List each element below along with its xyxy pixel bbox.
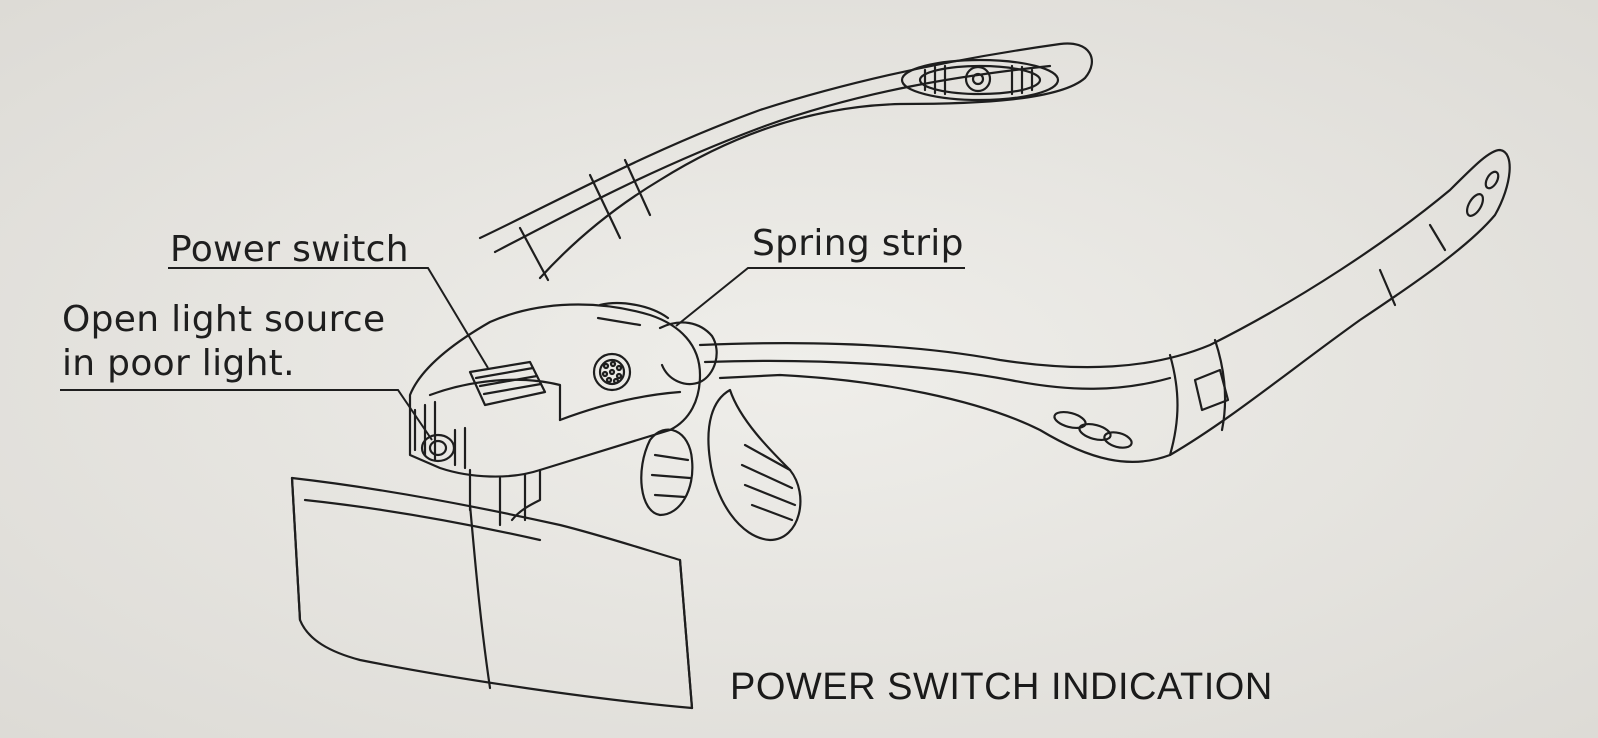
open-light-label-line1: Open light source bbox=[62, 299, 386, 340]
power-switch-leader bbox=[168, 267, 489, 369]
power-switch-icon bbox=[468, 360, 547, 407]
nose-pads bbox=[640, 388, 802, 542]
open-light-label-line2: in poor light. bbox=[62, 343, 295, 384]
power-switch-label: Power switch bbox=[170, 229, 409, 270]
open-light-leader bbox=[60, 389, 433, 441]
figure-caption: POWER SWITCH INDICATION bbox=[730, 666, 1273, 708]
open-light-label: Open light source in poor light. bbox=[62, 298, 385, 386]
front-lamp-icon bbox=[420, 433, 456, 463]
far-temple-arm bbox=[478, 42, 1093, 282]
magnifier-lens bbox=[290, 476, 694, 710]
near-temple-arm bbox=[698, 148, 1511, 463]
arm-grip-slots bbox=[1053, 410, 1133, 449]
spring-strip-leader bbox=[675, 267, 965, 327]
led-lamp-icon bbox=[592, 352, 632, 392]
spring-strip-label: Spring strip bbox=[752, 223, 964, 264]
leader-lines bbox=[60, 267, 965, 441]
spring-strip bbox=[596, 302, 718, 386]
vent-slot-icon bbox=[900, 58, 1060, 102]
